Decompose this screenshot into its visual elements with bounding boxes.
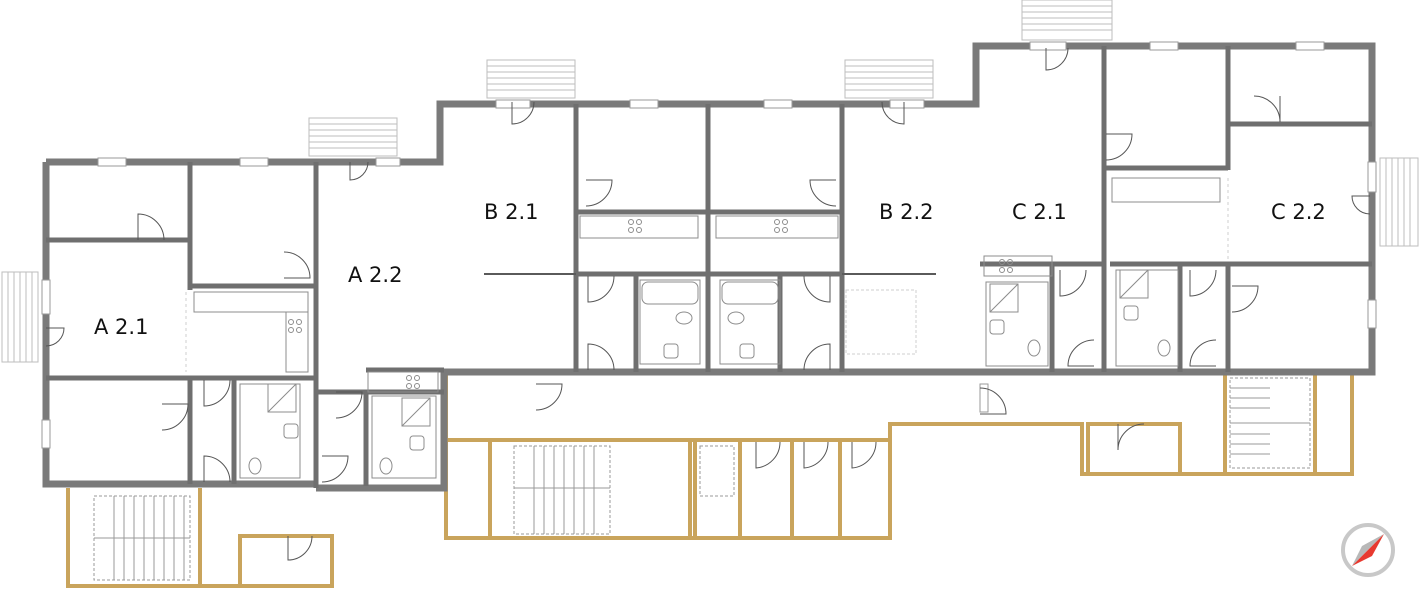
- stair-west: [93, 495, 191, 581]
- kitchen-a22: [367, 371, 439, 393]
- balcony-c22: [1379, 157, 1419, 247]
- kitchen-c21: [983, 255, 1053, 277]
- kitchen-b21: [579, 215, 699, 239]
- dashed-dividers: [185, 178, 1229, 372]
- store-dashed: [845, 289, 917, 355]
- balcony-b22: [844, 59, 934, 99]
- balcony-a21: [1, 271, 39, 363]
- lift-shaft: [699, 445, 735, 497]
- bath-a22: [371, 395, 437, 479]
- north-arrow-icon: [1341, 523, 1395, 577]
- unit-label-a22: A 2.2: [348, 263, 402, 287]
- bath-c21: [985, 281, 1049, 367]
- balcony-c21: [1021, 0, 1113, 41]
- interior-walls: [46, 46, 1372, 488]
- kitchen-a21-side: [285, 311, 309, 373]
- bath-b21: [639, 279, 701, 365]
- stairs: [93, 289, 1311, 581]
- bath-b22: [719, 279, 781, 365]
- stair-central: [513, 445, 611, 535]
- bath-c22: [1115, 269, 1179, 367]
- balcony-b21: [486, 59, 576, 99]
- outer-walls: [42, 42, 1376, 492]
- kitchen-a21: [193, 291, 309, 313]
- unit-labels: A 2.1 A 2.2 B 2.1 B 2.2 C 2.1 C 2.2: [94, 200, 1326, 339]
- windows: [41, 41, 1377, 449]
- corridor-walls: [66, 372, 1354, 588]
- unit-label-b21: B 2.1: [484, 200, 538, 224]
- balconies: [1, 0, 1419, 363]
- unit-label-b22: B 2.2: [879, 200, 933, 224]
- unit-label-c21: C 2.1: [1012, 200, 1067, 224]
- balcony-a22: [308, 117, 398, 157]
- fixtures: [193, 177, 1221, 479]
- kitchen-c22: [1111, 177, 1221, 203]
- unit-label-c22: C 2.2: [1271, 200, 1326, 224]
- doors: [45, 47, 1371, 561]
- kitchen-b22: [715, 215, 839, 239]
- unit-label-a21: A 2.1: [94, 315, 148, 339]
- stair-east: [1229, 377, 1311, 469]
